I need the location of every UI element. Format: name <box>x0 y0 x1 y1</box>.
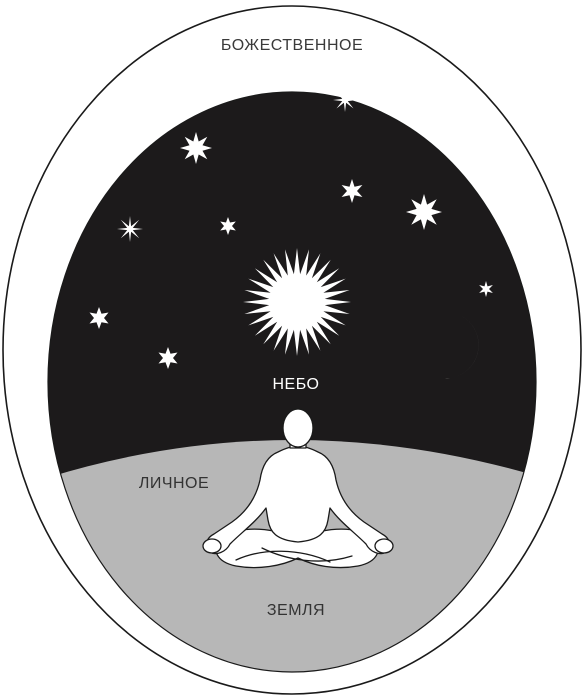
label-divine: БОЖЕСТВЕННОЕ <box>221 37 363 55</box>
label-sky: НЕБО <box>273 376 320 394</box>
star-icon <box>117 216 143 242</box>
label-earth: ЗЕМЛЯ <box>267 602 325 620</box>
sun-core <box>270 275 324 329</box>
star-icon <box>333 88 357 112</box>
star-icon <box>406 194 442 230</box>
star-icon <box>180 132 212 164</box>
label-personal: ЛИЧНОЕ <box>139 475 209 493</box>
